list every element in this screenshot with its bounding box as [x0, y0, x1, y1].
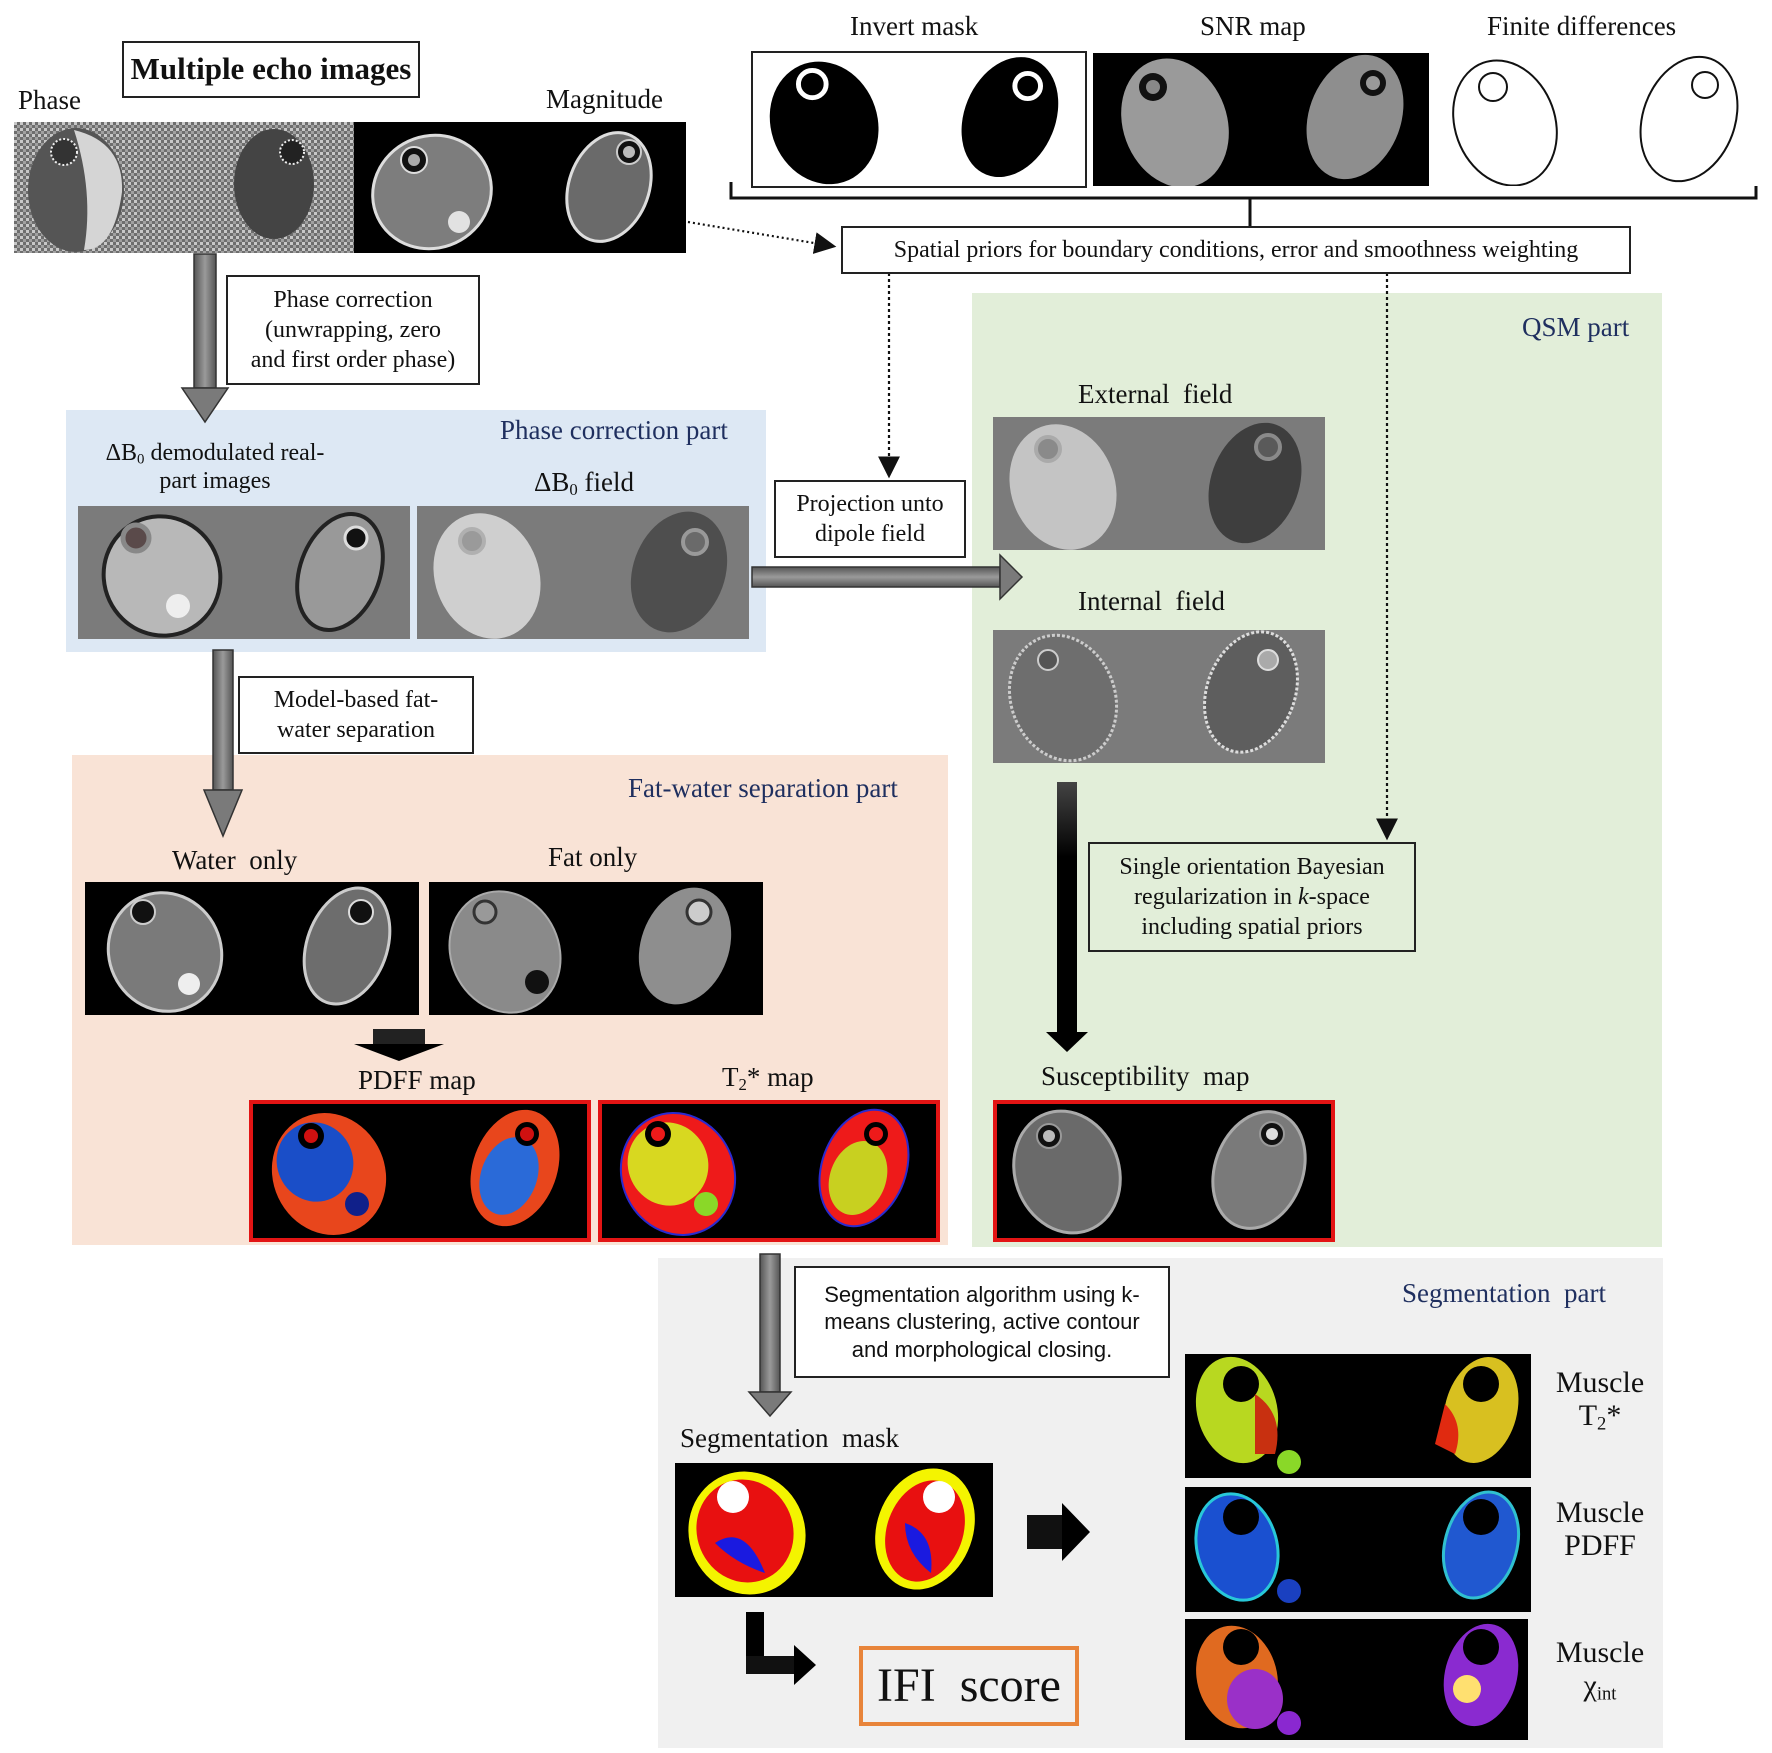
delta-b0-field-image [417, 506, 749, 639]
fat-only-image [429, 882, 763, 1015]
arrow-muscle-maps [1027, 1503, 1090, 1561]
arrow-fat-water [202, 649, 244, 838]
water-only-image [85, 882, 419, 1015]
external-field-image [993, 417, 1325, 550]
finite-differences-label: Finite differences [1487, 11, 1677, 41]
snr-map-image [1093, 53, 1429, 186]
snr-map-label: SNR map [1200, 11, 1306, 41]
susceptibility-map-label: Susceptibility map [1041, 1061, 1250, 1091]
internal-field-image [993, 630, 1325, 763]
priors-bracket [729, 182, 1758, 226]
pdff-map-label: PDFF map [358, 1065, 476, 1095]
bayesian-step-box: Single orientation Bayesian regularizati… [1088, 842, 1416, 952]
fat-water-part-title: Fat-water separation part [628, 773, 898, 803]
invert-mask-image [751, 51, 1087, 188]
arrow-segmentation [747, 1253, 793, 1418]
t2star-map-image [598, 1100, 940, 1242]
magnitude-label: Magnitude [546, 84, 663, 114]
arrow-projection [751, 553, 1024, 601]
segmentation-mask-image [675, 1463, 993, 1597]
demodulated-label: ΔB0 demodulated real- part images [105, 440, 325, 495]
arrow-bayesian [1046, 782, 1088, 1052]
external-field-label: External field [1078, 379, 1233, 409]
ifi-score-box: IFI score [859, 1646, 1079, 1726]
ifi-score: IFI score [877, 1659, 1061, 1712]
invert-mask-label: Invert mask [850, 11, 979, 41]
demodulated-image [78, 506, 410, 639]
phase-correction-part-title: Phase correction part [500, 415, 728, 445]
muscle-t2star-image [1185, 1354, 1531, 1478]
title-box: Multiple echo images [122, 41, 420, 98]
muscle-pdff-image [1185, 1487, 1531, 1612]
fat-only-label: Fat only [548, 842, 638, 872]
phase-image [14, 122, 354, 253]
qsm-part-title: QSM part [1522, 312, 1630, 342]
pdff-map-image [249, 1100, 591, 1242]
phase-correction-step-box: Phase correction (unwrapping, zero and f… [226, 275, 480, 385]
arrow-ifi [746, 1612, 816, 1685]
dotted-arrow-magnitude-to-priors [687, 220, 837, 254]
segmentation-part-title: Segmentation part [1402, 1278, 1606, 1308]
segmentation-step-box: Segmentation algorithm using k- means cl… [794, 1266, 1170, 1378]
muscle-pdff-label: Muscle PDFF [1555, 1496, 1645, 1562]
magnitude-image [354, 122, 686, 253]
title: Multiple echo images [130, 51, 412, 87]
finite-differences-image [1433, 53, 1763, 186]
water-only-label: Water only [172, 845, 298, 875]
susceptibility-map-image [993, 1100, 1335, 1242]
spatial-priors-box: Spatial priors for boundary conditions, … [841, 226, 1631, 274]
muscle-t2star-label: Muscle T2* [1555, 1366, 1645, 1435]
arrow-phase-correction [180, 253, 230, 424]
muscle-chi-int-label: Muscle χint [1555, 1636, 1645, 1705]
segmentation-mask-label: Segmentation mask [680, 1423, 899, 1453]
arrow-pdff [354, 1029, 444, 1061]
delta-b0-field-label: ΔB0 field [534, 467, 634, 500]
phase-label: Phase [18, 85, 81, 115]
internal-field-label: Internal field [1078, 586, 1225, 616]
projection-step-box: Projection unto dipole field [774, 480, 966, 558]
t2star-map-label: T2* map [722, 1062, 814, 1095]
muscle-chi-int-image [1185, 1619, 1528, 1740]
fat-water-step-box: Model-based fat- water separation [238, 676, 474, 754]
